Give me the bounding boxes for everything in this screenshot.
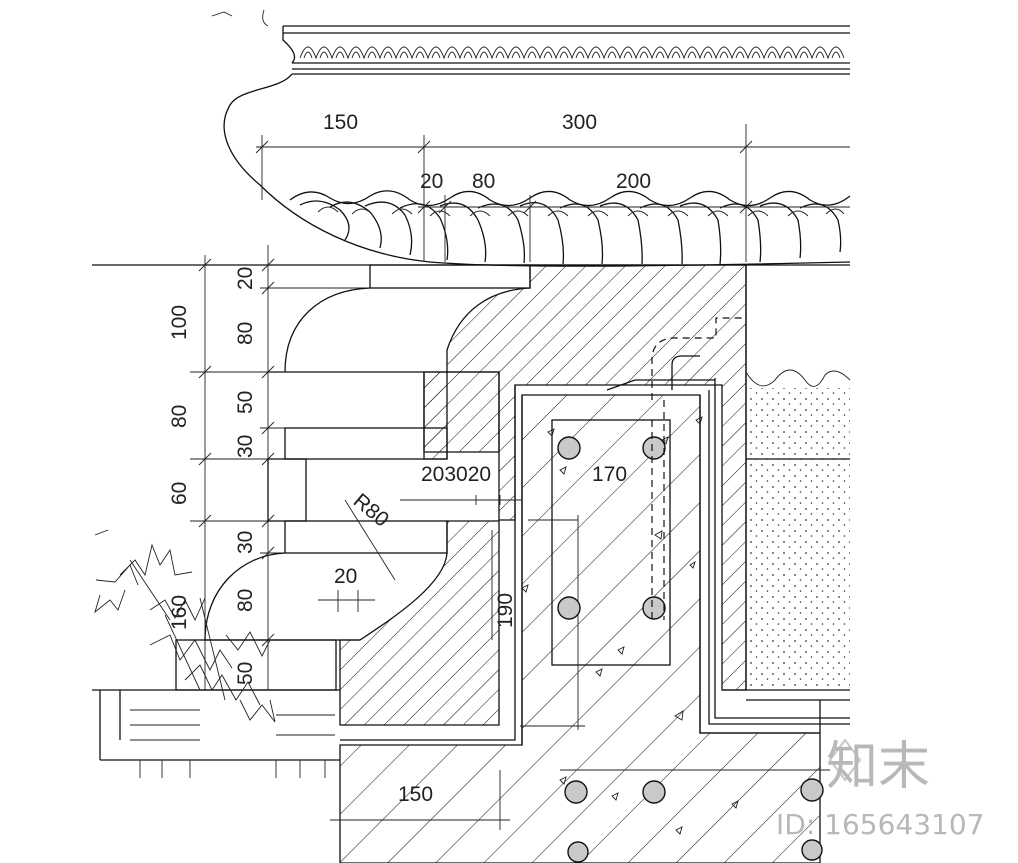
dim-left-100: 100 xyxy=(168,305,191,340)
concrete-core xyxy=(330,317,851,863)
stone-pieces xyxy=(339,264,850,726)
dim-left-160: 160 xyxy=(168,595,191,630)
dim-mid-203020: 203020 xyxy=(421,463,491,486)
rebar-7 xyxy=(800,778,824,802)
right-infill xyxy=(746,388,850,733)
dim-mid-20: 20 xyxy=(334,565,357,588)
top-cornice xyxy=(211,9,851,267)
watermark: 知末 ID: 165643107 xyxy=(776,737,984,841)
bead-molding xyxy=(299,46,845,60)
rebar-3 xyxy=(557,596,581,620)
dim-left-80b: 80 xyxy=(234,589,257,612)
dim-left-20: 20 xyxy=(234,267,257,290)
top-dimensions: 150 300 20 80 200 xyxy=(255,111,850,262)
dim-mid-170: 170 xyxy=(592,463,627,486)
rebar-1 xyxy=(557,436,581,460)
rebar-2 xyxy=(642,436,666,460)
plant-sketch xyxy=(94,529,276,723)
dim-left-60: 60 xyxy=(168,482,191,505)
dim-top-80: 80 xyxy=(472,170,495,193)
watermark-logo: 知末 xyxy=(826,737,930,797)
carved-band xyxy=(289,190,851,265)
dim-left-30b: 30 xyxy=(234,531,257,554)
dim-top-150: 150 xyxy=(323,111,358,134)
watermark-id: ID: 165643107 xyxy=(776,808,984,841)
dim-top-200: 200 xyxy=(616,170,651,193)
dim-left-50b: 50 xyxy=(234,662,257,685)
rebar-6 xyxy=(642,780,666,804)
rebar-8 xyxy=(567,841,589,863)
rebar-4 xyxy=(642,596,666,620)
rebar-5 xyxy=(564,780,588,804)
dim-left-80a: 80 xyxy=(234,322,257,345)
dim-bottom-150: 150 xyxy=(398,783,433,806)
dim-left-30a: 30 xyxy=(234,435,257,458)
dim-left-50a: 50 xyxy=(234,391,257,414)
dim-top-300: 300 xyxy=(562,111,597,134)
rebar-9 xyxy=(801,839,823,861)
dim-top-20: 20 xyxy=(420,170,443,193)
dim-left-80: 80 xyxy=(168,405,191,428)
dim-mid-190: 190 xyxy=(494,593,517,628)
dim-radius-r80: R80 xyxy=(349,489,393,531)
